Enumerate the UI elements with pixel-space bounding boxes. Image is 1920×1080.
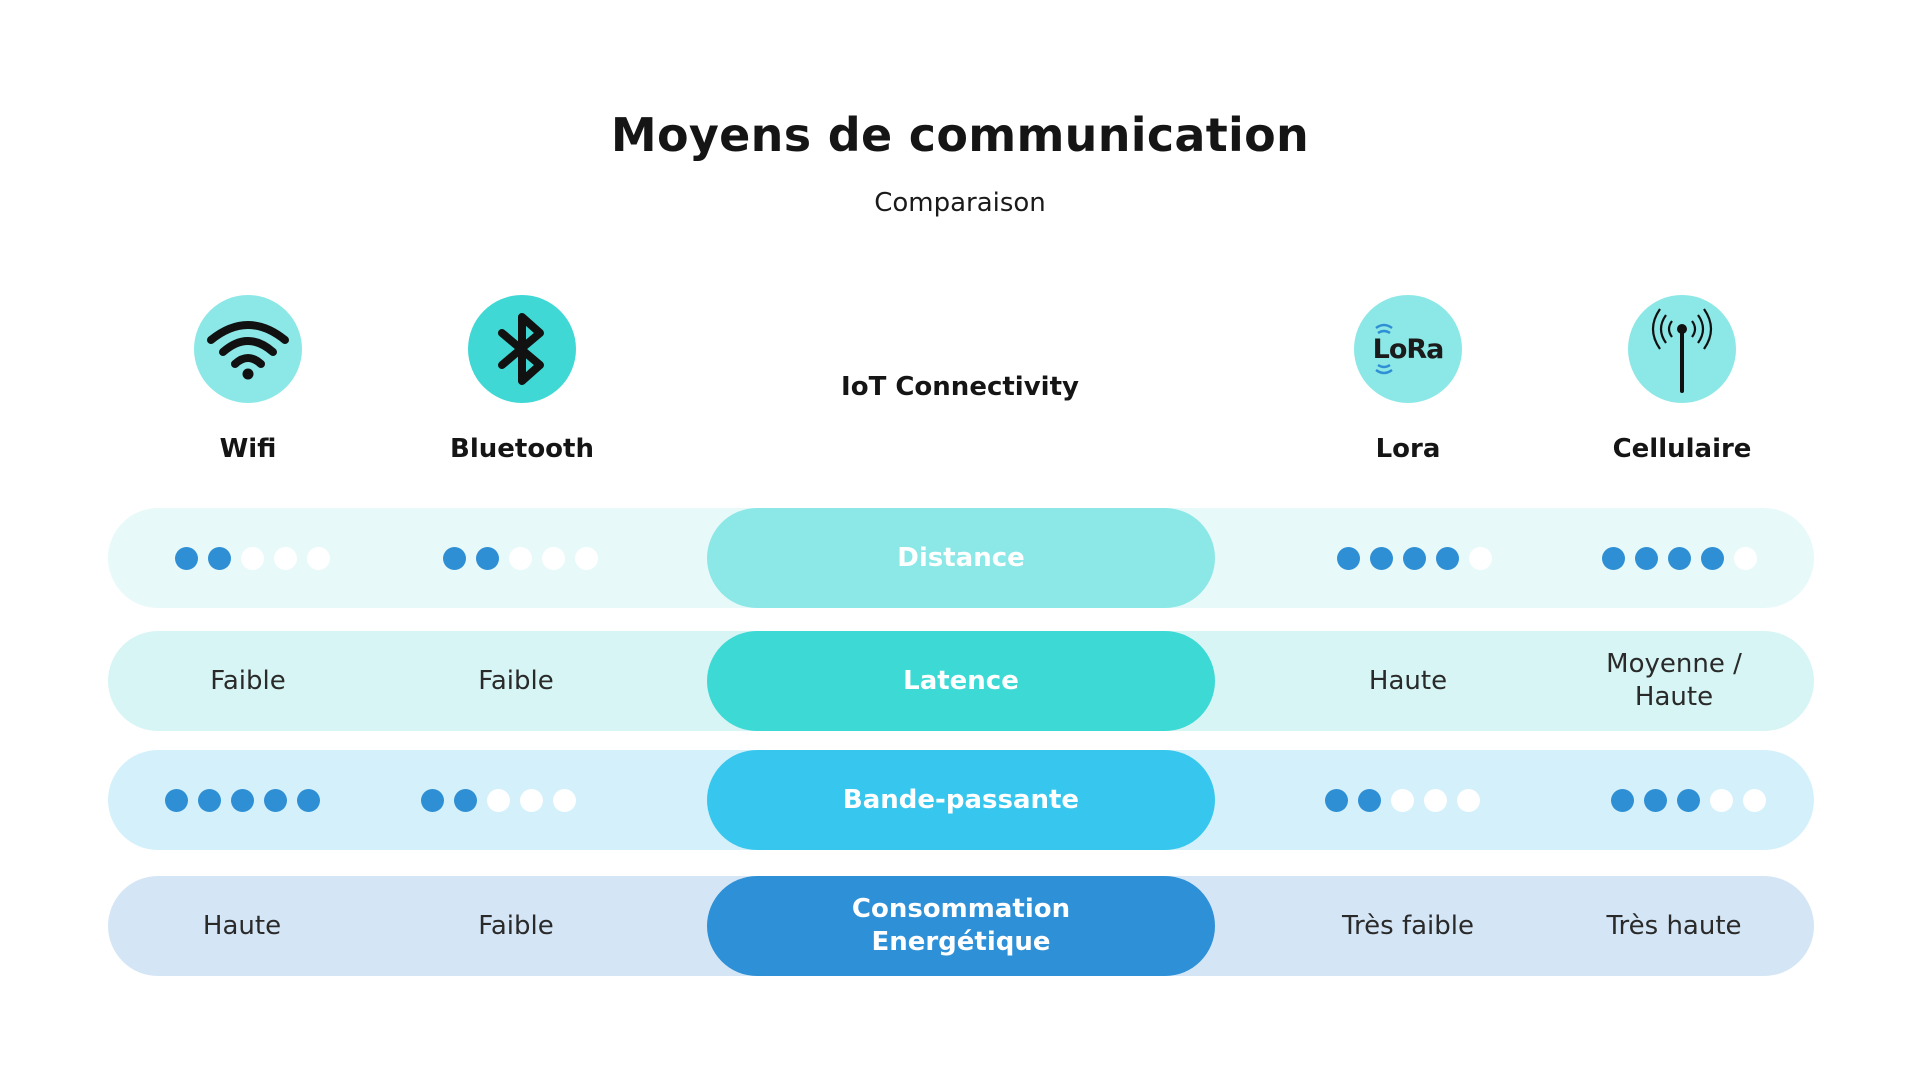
rating-dot-empty [486,788,510,812]
criteria-label-consommation: Consommation Energétique [707,876,1215,976]
tech-name: Lora [1375,434,1441,464]
value-cell: Haute [1368,665,1448,696]
page-title: Moyens de communication [610,108,1310,162]
rating-dot-empty [1742,788,1766,812]
rating-dot-filled [1402,546,1426,570]
rating-dots [1252,750,1552,850]
rating-dot-filled [453,788,477,812]
rating-dot-filled [1601,546,1625,570]
rating-dot-filled [1369,546,1393,570]
rating-dot-empty [273,546,297,570]
tech-name: Bluetooth [450,434,594,464]
rating-dot-empty [574,546,598,570]
criteria-label-distance: Distance [707,508,1215,608]
rating-dot-filled [164,788,188,812]
rating-dot-filled [1435,546,1459,570]
rating-dot-filled [1336,546,1360,570]
tech-wifi: Wifi [98,295,398,464]
rating-dot-filled [207,546,231,570]
value-cell: Faible [478,665,554,696]
bluetooth-icon [468,295,576,403]
tech-bluetooth: Bluetooth [372,295,672,464]
rating-dot-empty [1456,788,1480,812]
value-cell: Moyenne / Haute [1606,649,1742,712]
rating-dot-filled [296,788,320,812]
tech-name: Wifi [219,434,277,464]
rating-dot-empty [552,788,576,812]
rating-dot-empty [240,546,264,570]
tech-cellulaire: Cellulaire [1532,295,1832,464]
rating-dot-filled [197,788,221,812]
rating-dot-empty [541,546,565,570]
rating-dot-filled [1357,788,1381,812]
rating-dots [1264,508,1564,608]
rating-dot-empty [1733,546,1757,570]
rating-dot-filled [1324,788,1348,812]
rating-dots [102,508,402,608]
rating-dot-filled [442,546,466,570]
criteria-label-latence: Latence [707,631,1215,731]
rating-dots [370,508,670,608]
value-cell: Faible [478,910,554,941]
page-subtitle: Comparaison [874,188,1046,218]
rating-dot-empty [508,546,532,570]
rating-dot-filled [1667,546,1691,570]
rating-dot-empty [519,788,543,812]
rating-dot-filled [174,546,198,570]
rating-dot-filled [1610,788,1634,812]
value-cell: Très haute [1606,910,1742,941]
rating-dot-empty [1423,788,1447,812]
rating-dot-filled [1634,546,1658,570]
value-cell: Très faible [1341,910,1475,941]
center-label: IoT Connectivity [841,372,1079,402]
rating-dot-filled [475,546,499,570]
rating-dot-filled [1700,546,1724,570]
rating-dot-filled [263,788,287,812]
value-cell: Faible [210,665,286,696]
criteria-label-bande-passante: Bande-passante [707,750,1215,850]
lora-icon: LoRa [1354,295,1462,403]
lora-logo-text: LoRa [1372,333,1445,365]
rating-dots [92,750,392,850]
rating-dot-filled [420,788,444,812]
rating-dot-empty [306,546,330,570]
wifi-icon [194,295,302,403]
rating-dots [1538,750,1838,850]
rating-dot-empty [1709,788,1733,812]
rating-dots [348,750,648,850]
rating-dot-filled [1643,788,1667,812]
tech-lora: LoRa Lora [1258,295,1558,464]
rating-dot-empty [1468,546,1492,570]
rating-dot-filled [230,788,254,812]
value-cell: Haute [202,910,282,941]
rating-dot-empty [1390,788,1414,812]
rating-dot-filled [1676,788,1700,812]
tech-name: Cellulaire [1612,434,1752,464]
rating-dots [1529,508,1829,608]
cell-tower-icon [1628,295,1736,403]
